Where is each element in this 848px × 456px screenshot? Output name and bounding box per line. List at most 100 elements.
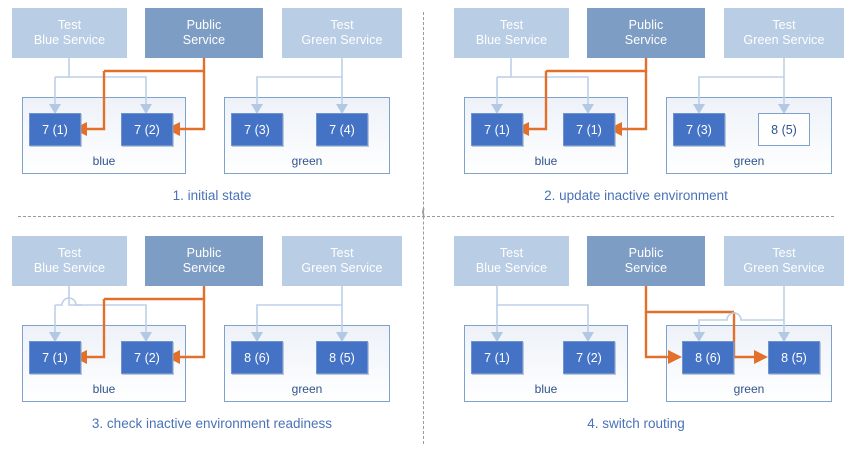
service-public[interactable]: Public Service bbox=[145, 236, 263, 286]
arrowhead-test-green-left bbox=[251, 332, 263, 342]
instance-green-1[interactable]: 7 (3) bbox=[673, 113, 725, 146]
service-test-blue-line2: Blue Service bbox=[475, 261, 548, 275]
instance-blue-1[interactable]: 7 (1) bbox=[29, 341, 81, 374]
service-public-line1: Public bbox=[628, 246, 664, 260]
instance-green-2[interactable]: 8 (5) bbox=[768, 341, 820, 374]
panel-check-readiness: Test Blue Service Public Service Test Gr… bbox=[0, 228, 424, 456]
public-wire-to-inst1 bbox=[85, 299, 106, 359]
divider-vertical bbox=[423, 12, 424, 444]
service-public-line2: Service bbox=[624, 261, 668, 275]
public-wire-trunk bbox=[104, 286, 206, 301]
instance-blue-2[interactable]: 7 (2) bbox=[121, 113, 173, 146]
service-public-line2: Service bbox=[182, 261, 226, 275]
service-public-line2: Service bbox=[182, 33, 226, 47]
arrowhead-test-green-left bbox=[693, 332, 705, 342]
service-test-green-line2: Green Service bbox=[743, 261, 825, 275]
public-wire-to-inst2 bbox=[732, 312, 754, 359]
instance-blue-1[interactable]: 7 (1) bbox=[29, 113, 81, 146]
environment-blue-label: blue bbox=[534, 154, 558, 168]
test-green-wire-left-hop bbox=[698, 312, 784, 332]
service-test-blue-line1: Test bbox=[57, 18, 82, 32]
instance-green-1[interactable]: 8 (6) bbox=[231, 341, 283, 374]
instance-blue-2[interactable]: 7 (1) bbox=[563, 113, 615, 146]
arrowhead-public-inst2 bbox=[608, 122, 622, 136]
arrowhead-test-green-left bbox=[251, 104, 263, 114]
panel-caption-1: 1. initial state bbox=[172, 188, 252, 203]
instance-blue-1[interactable]: 7 (1) bbox=[471, 113, 523, 146]
service-test-green-line2: Green Service bbox=[301, 33, 383, 47]
divider-crossing-hop-icon bbox=[422, 208, 425, 218]
environment-green-label: green bbox=[291, 154, 323, 168]
arrowhead-test-blue-left bbox=[491, 104, 503, 114]
test-blue-wire-right bbox=[496, 286, 589, 332]
service-test-blue[interactable]: Test Blue Service bbox=[12, 236, 127, 286]
test-blue-wire-hop bbox=[55, 297, 82, 306]
test-green-wire-left bbox=[256, 304, 342, 332]
arrowhead-test-blue-right bbox=[582, 332, 594, 342]
panel-caption-4: 4. switch routing bbox=[587, 416, 685, 431]
service-test-green-line1: Test bbox=[772, 18, 796, 32]
panel-switch-routing: Test Blue Service Public Service Test Gr… bbox=[424, 228, 848, 456]
public-wire-to-inst2 bbox=[178, 71, 206, 131]
service-public[interactable]: Public Service bbox=[587, 236, 705, 286]
public-wire-trunk bbox=[104, 58, 206, 73]
panel-update-inactive: Test Blue Service Public Service Test Gr… bbox=[424, 0, 848, 228]
arrowhead-test-green-right bbox=[778, 104, 790, 114]
panel-caption-3: 3. check inactive environment readiness bbox=[91, 416, 333, 431]
arrowhead-test-blue-right bbox=[140, 104, 152, 114]
environment-green-label: green bbox=[733, 382, 765, 396]
service-public-line1: Public bbox=[628, 18, 664, 32]
instance-green-1[interactable]: 7 (3) bbox=[231, 113, 283, 146]
instance-green-2[interactable]: 8 (5) bbox=[758, 113, 810, 146]
connector-layer-1 bbox=[49, 58, 348, 136]
environment-blue-label: blue bbox=[534, 382, 558, 396]
arrowhead-test-green-right bbox=[336, 332, 348, 342]
instance-green-1[interactable]: 8 (6) bbox=[682, 341, 734, 374]
environment-green-label: green bbox=[733, 154, 765, 168]
panel-caption-2: 2. update inactive environment bbox=[544, 188, 728, 203]
instance-blue-1[interactable]: 7 (1) bbox=[471, 341, 523, 374]
service-public-line1: Public bbox=[186, 246, 222, 260]
arrowhead-test-blue-right bbox=[140, 332, 152, 342]
test-green-wire-left bbox=[256, 76, 342, 104]
service-test-green[interactable]: Test Green Service bbox=[724, 236, 844, 286]
service-public-line2: Service bbox=[624, 33, 668, 47]
instance-green-2[interactable]: 8 (5) bbox=[316, 341, 368, 374]
environment-green-label: green bbox=[291, 382, 323, 396]
public-wire-trunk bbox=[644, 286, 734, 314]
service-test-green[interactable]: Test Green Service bbox=[724, 8, 844, 58]
service-test-green-line1: Test bbox=[330, 18, 354, 32]
instance-blue-2[interactable]: 7 (2) bbox=[563, 341, 615, 374]
arrowhead-test-blue-right bbox=[582, 104, 594, 114]
service-test-green-line1: Test bbox=[330, 246, 354, 260]
arrowhead-test-green-right bbox=[778, 332, 790, 342]
panel-initial-state: Test Blue Service Public Service Test Gr… bbox=[0, 0, 424, 228]
public-wire-to-inst1 bbox=[644, 312, 668, 359]
public-wire-to-inst2 bbox=[178, 299, 206, 359]
test-blue-wire-right bbox=[68, 58, 147, 104]
connector-layer-4 bbox=[491, 286, 790, 364]
service-test-blue[interactable]: Test Blue Service bbox=[454, 8, 569, 58]
service-test-green[interactable]: Test Green Service bbox=[282, 236, 402, 286]
public-wire-to-inst2 bbox=[620, 71, 648, 131]
service-test-blue[interactable]: Test Blue Service bbox=[454, 236, 569, 286]
instance-green-2[interactable]: 7 (4) bbox=[316, 113, 368, 146]
arrowhead-test-blue-left bbox=[491, 332, 503, 342]
instance-blue-2[interactable]: 7 (2) bbox=[121, 341, 173, 374]
service-public[interactable]: Public Service bbox=[145, 8, 263, 58]
arrowhead-test-blue-left bbox=[49, 332, 61, 342]
test-blue-wire-right bbox=[68, 286, 147, 332]
service-public[interactable]: Public Service bbox=[587, 8, 705, 58]
arrowhead-test-blue-left bbox=[49, 104, 61, 114]
service-test-green-line2: Green Service bbox=[743, 33, 825, 47]
test-blue-wire-right bbox=[510, 58, 589, 104]
service-test-green-line1: Test bbox=[772, 246, 796, 260]
service-test-blue-line1: Test bbox=[499, 18, 524, 32]
arrowhead-test-green-left bbox=[693, 104, 705, 114]
environment-blue-label: blue bbox=[92, 154, 116, 168]
service-test-blue[interactable]: Test Blue Service bbox=[12, 8, 127, 58]
connector-layer-2 bbox=[491, 58, 790, 136]
service-test-green[interactable]: Test Green Service bbox=[282, 8, 402, 58]
service-test-blue-line2: Blue Service bbox=[33, 33, 106, 47]
